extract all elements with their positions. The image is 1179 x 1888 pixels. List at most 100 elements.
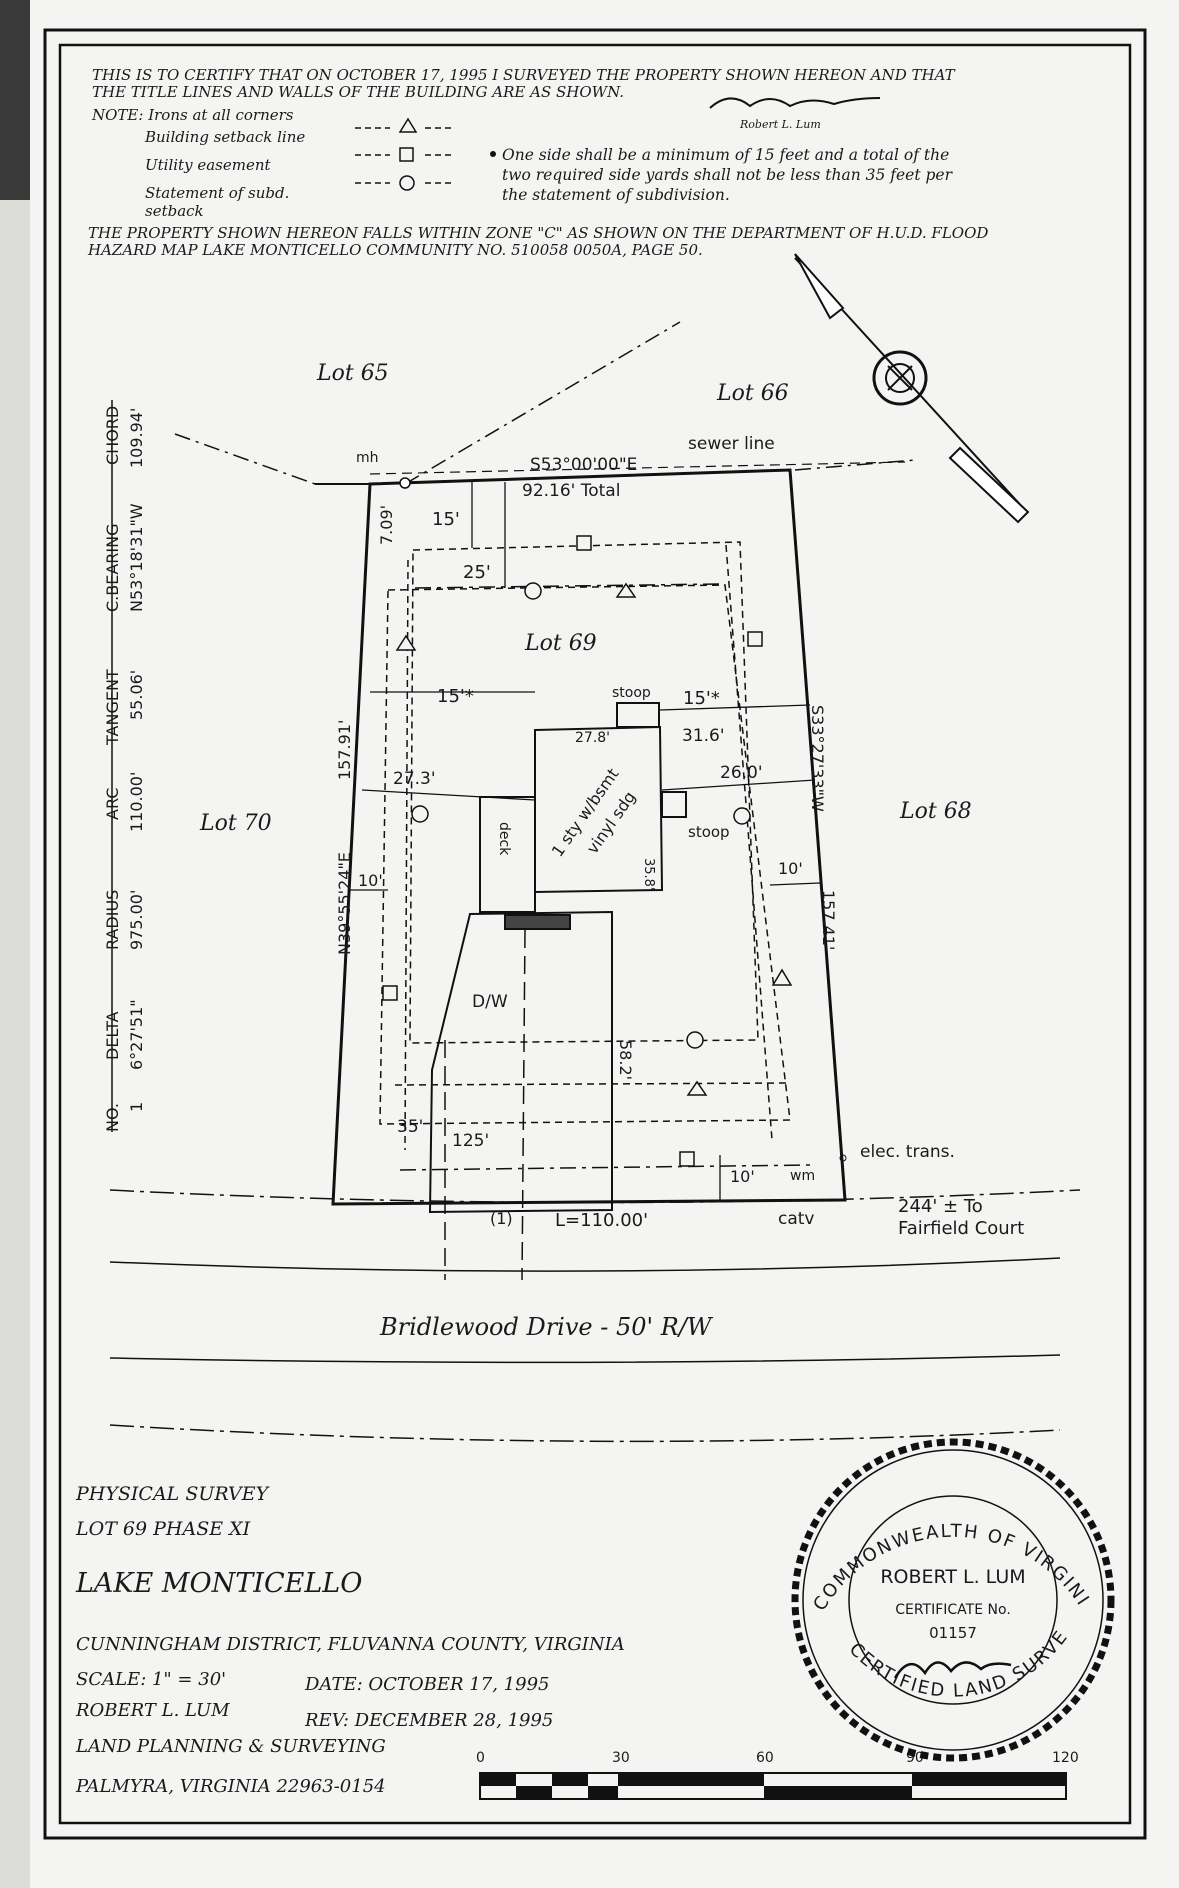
dim-10-right: 10' <box>778 859 803 878</box>
dim-15-left: 15'* <box>437 686 474 707</box>
outer-border <box>43 28 1147 1840</box>
curve-value-cbearing: N53°18'31"W <box>127 503 146 612</box>
title-district: CUNNINGHAM DISTRICT, FLUVANNA COUNTY, VI… <box>76 1634 625 1655</box>
legend-setback-label: Building setback line <box>144 128 305 146</box>
certification-line-2: THE TITLE LINES AND WALLS OF THE BUILDIN… <box>92 83 624 101</box>
square-icon <box>679 1151 695 1167</box>
catv-label: catv <box>778 1209 815 1229</box>
circle-icon <box>524 582 542 600</box>
certification-line-1: THIS IS TO CERTIFY THAT ON OCTOBER 17, 1… <box>92 66 956 84</box>
curve-table: NO. DELTA RADIUS ARC TANGENT C.BEARING C… <box>103 400 146 1132</box>
dim-58-2: 58.2' <box>616 1040 635 1080</box>
legend-symbols <box>355 117 455 191</box>
scale-bar: 0 30 60 90 120 <box>476 1750 1079 1800</box>
signature-name: Robert L. Lum <box>739 118 821 131</box>
rear-bearing: S53°00'00"E <box>530 455 637 475</box>
flood-zone-line-1: THE PROPERTY SHOWN HEREON FALLS WITHIN Z… <box>88 224 988 242</box>
triangle-icon <box>395 634 417 651</box>
neighbour-lines <box>174 321 916 485</box>
fairfield-court-label: Fairfield Court <box>898 1218 1024 1239</box>
stoop-side-label: stoop <box>688 823 730 841</box>
title-revision: REV: DECEMBER 28, 1995 <box>304 1710 553 1731</box>
square-icon <box>576 535 592 551</box>
left-length: 157.91' <box>335 720 354 780</box>
house-footprint <box>428 702 687 1214</box>
seal-name: ROBERT L. LUM <box>880 1566 1025 1588</box>
circle-icon <box>399 175 415 191</box>
background-edge <box>0 200 30 1888</box>
setback-note-line-1: One side shall be a minimum of 15 feet a… <box>502 146 949 164</box>
title-firm: LAND PLANNING & SURVEYING <box>75 1736 386 1757</box>
dim-27-3: 27.3' <box>393 769 436 789</box>
lot-65-label: Lot 65 <box>316 361 389 386</box>
stoop-rear-label: stoop <box>612 685 651 701</box>
water-meter-label: wm <box>790 1168 815 1184</box>
curve-value-chord: 109.94' <box>127 408 146 468</box>
dim-27-8: 27.8' <box>575 730 610 746</box>
dim-10-left: 10' <box>358 871 383 890</box>
deck-label: deck <box>496 822 512 856</box>
dim-25: 25' <box>463 562 491 583</box>
manhole-label: mh <box>356 450 379 466</box>
triangle-icon <box>615 582 637 598</box>
right-length: 157.41' <box>819 890 838 950</box>
curve-header-delta: DELTA <box>103 1011 122 1060</box>
title-address: PALMYRA, VIRGINIA 22963-0154 <box>75 1776 386 1797</box>
distance-to-fairfield: 244' ± To <box>898 1196 983 1217</box>
plat-symbols <box>382 535 793 1167</box>
curve-value-no: 1 <box>127 1102 146 1112</box>
scale-tick-60: 60 <box>756 1750 774 1766</box>
square-icon <box>399 147 414 162</box>
title-lake-monticello: LAKE MONTICELLO <box>75 1568 362 1599</box>
scale-tick-0: 0 <box>476 1750 485 1766</box>
dim-15-rear: 15' <box>432 509 460 530</box>
title-lot-phase: LOT 69 PHASE XI <box>75 1518 251 1540</box>
curve-header-no: NO. <box>103 1103 122 1132</box>
seal-certificate: CERTIFICATE No. <box>895 1602 1011 1618</box>
curve-value-arc: 110.00' <box>127 772 146 832</box>
scale-tick-30: 30 <box>612 1750 630 1766</box>
left-bearing: N39°55'24"E <box>335 852 354 955</box>
seal-signature <box>893 1661 1012 1679</box>
dim-10-front: 10' <box>730 1167 755 1186</box>
north-arrow-icon <box>794 253 1030 524</box>
triangle-icon <box>771 968 793 986</box>
dim-35: 35' <box>397 1117 423 1137</box>
setback-lines <box>379 541 791 1151</box>
dim-7-09: 7.09' <box>377 505 396 545</box>
curve-value-radius: 975.00' <box>127 890 146 950</box>
elec-transformer-label: elec. trans. <box>860 1142 955 1162</box>
dim-125: 125' <box>452 1131 489 1151</box>
title-date: DATE: OCTOBER 17, 1995 <box>304 1674 549 1695</box>
dim-26-0: 26.0' <box>720 763 763 783</box>
curve-header-tangent: TANGENT <box>103 669 122 746</box>
road-label: Bridlewood Drive - 50' R/W <box>379 1313 714 1341</box>
seal-number: 01157 <box>929 1624 977 1642</box>
legend-easement-label: Utility easement <box>145 156 271 174</box>
lot-70-label: Lot 70 <box>199 811 272 836</box>
title-surveyor: ROBERT L. LUM <box>75 1700 230 1721</box>
triangle-icon <box>686 1080 708 1096</box>
curve-header-cbearing: C.BEARING <box>103 524 122 613</box>
dim-15-right: 15'* <box>683 688 720 709</box>
signature-mark <box>709 97 881 109</box>
circle-icon <box>733 807 751 825</box>
dimension-lines <box>350 482 821 1205</box>
title-scale: SCALE: 1" = 30' <box>76 1669 226 1690</box>
driveway-label: D/W <box>472 992 508 1012</box>
curve-value-tangent: 55.06' <box>127 670 146 720</box>
front-length: L=110.00' <box>555 1210 648 1231</box>
curve-value-delta: 6°27'51" <box>127 999 146 1070</box>
dim-31-6: 31.6' <box>682 726 725 746</box>
bullet-icon <box>490 151 496 157</box>
curve-header-arc: ARC <box>103 788 122 820</box>
triangle-icon <box>398 117 418 133</box>
curve-header-radius: RADIUS <box>103 890 122 950</box>
easement-lines <box>399 583 811 1171</box>
driveway <box>444 929 526 1281</box>
lot-68-label: Lot 68 <box>899 799 972 824</box>
curve-header-chord: CHORD <box>103 406 122 465</box>
setback-note-line-2: two required side yards shall not be les… <box>502 166 954 184</box>
lot-69-label: Lot 69 <box>524 631 597 656</box>
